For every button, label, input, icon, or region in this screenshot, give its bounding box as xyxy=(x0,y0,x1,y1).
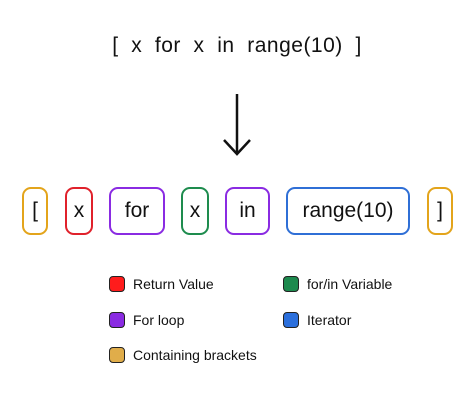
token-label: x xyxy=(73,199,85,222)
legend-item-containing-brackets: Containing brackets xyxy=(109,347,257,363)
legend-item-iterator: Iterator xyxy=(283,312,351,328)
token-open-bracket: [ xyxy=(22,187,48,235)
legend-item-for-loop: For loop xyxy=(109,312,184,328)
comprehension-expression: [ x for x in range(10) ] xyxy=(112,34,362,57)
legend-swatch xyxy=(283,276,299,292)
token-label: [ xyxy=(32,199,38,222)
legend-swatch xyxy=(109,276,125,292)
token-return-value: x xyxy=(65,187,93,235)
token-close-bracket: ] xyxy=(427,187,453,235)
token-label: ] xyxy=(437,199,443,222)
legend-swatch xyxy=(283,312,299,328)
token-label: range(10) xyxy=(302,199,394,222)
legend-label: Containing brackets xyxy=(133,347,257,363)
token-label: x xyxy=(189,199,201,222)
down-arrow-icon xyxy=(223,94,251,156)
legend-swatch xyxy=(109,347,125,363)
token-for: for xyxy=(109,187,165,235)
token-loop-variable: x xyxy=(181,187,209,235)
token-iterator: range(10) xyxy=(286,187,410,235)
legend-label: for/in Variable xyxy=(307,276,393,292)
token-label: for xyxy=(124,199,150,222)
legend-label: For loop xyxy=(133,312,185,328)
legend-label: Iterator xyxy=(307,312,352,328)
token-in: in xyxy=(225,187,270,235)
legend-item-for-in-variable: for/in Variable xyxy=(283,276,392,292)
legend-swatch xyxy=(109,312,125,328)
legend-label: Return Value xyxy=(133,276,214,292)
token-label: in xyxy=(239,199,256,222)
legend-item-return-value: Return Value xyxy=(109,276,214,292)
